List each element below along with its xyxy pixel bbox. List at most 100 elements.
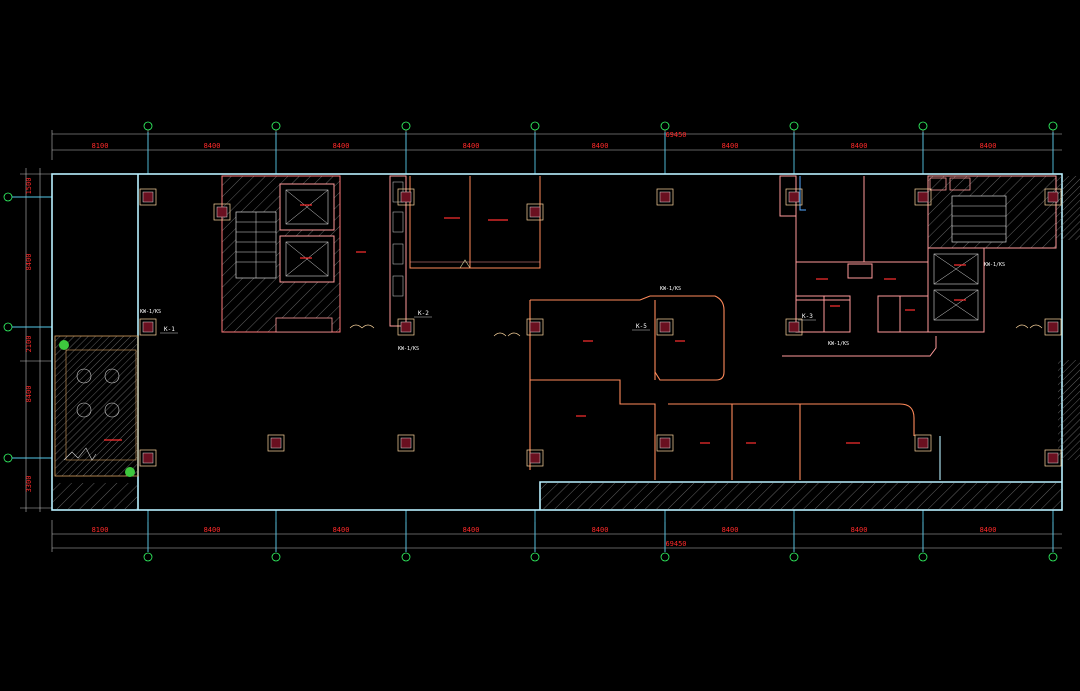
axis-bubble (789, 121, 799, 131)
bottom-bay-dim: 8100 (92, 526, 109, 534)
column (529, 206, 541, 218)
column-outline (785, 318, 803, 336)
bottom-bay-dim: 8400 (204, 526, 221, 534)
column (1047, 321, 1059, 333)
axis-bubble (789, 552, 799, 562)
column-outline (139, 449, 157, 467)
column (142, 321, 154, 333)
left-hatch-strip (53, 483, 137, 509)
column (1047, 191, 1059, 203)
column-outline (656, 188, 674, 206)
bottom-bay-dim: 8400 (980, 526, 997, 534)
axis-bubble (530, 121, 540, 131)
column-outline (1044, 318, 1062, 336)
left-dim: 2100 (25, 336, 33, 353)
column-outline (526, 449, 544, 467)
axis-bubble (660, 121, 670, 131)
column (400, 321, 412, 333)
top-bay-dim: 8400 (851, 142, 868, 150)
left-dim: 3300 (25, 476, 33, 493)
column-outline (139, 188, 157, 206)
left-dim: 1500 (25, 178, 33, 195)
tag-kw5: KW-1/KS (984, 262, 1005, 268)
tag-k2: K-2 (418, 310, 429, 317)
column (270, 437, 282, 449)
tag-k1: K-1 (164, 326, 175, 333)
top-bay-dimensions: 8100 8400 8400 8400 8400 8400 8400 8400 (92, 142, 997, 150)
column-outline (397, 434, 415, 452)
column-outline (213, 203, 231, 221)
tag-k5: K-5 (636, 323, 647, 330)
column-outline (914, 188, 932, 206)
room-label-marks (104, 204, 966, 444)
column-outline (526, 318, 544, 336)
top-bay-dim: 8400 (980, 142, 997, 150)
axis-bubble (271, 552, 281, 562)
tag-kw4: KW-1/KS (828, 341, 849, 347)
top-bay-dim: 8400 (722, 142, 739, 150)
column-outline (1044, 449, 1062, 467)
top-bay-dim: 8400 (592, 142, 609, 150)
top-bay-dim: 8400 (463, 142, 480, 150)
column (659, 191, 671, 203)
column-outline (656, 434, 674, 452)
bottom-hatch-strip (541, 483, 1061, 509)
tag-k3: K-3 (802, 313, 813, 320)
columns (139, 188, 1062, 467)
bottom-bay-dim: 8400 (592, 526, 609, 534)
column (659, 321, 671, 333)
axis-bubble (1048, 121, 1058, 131)
left-dim: 8400 (25, 386, 33, 403)
column (788, 191, 800, 203)
bottom-bay-dim: 8400 (463, 526, 480, 534)
column-outline (526, 203, 544, 221)
top-total-dimension: 69450 (665, 131, 686, 139)
axis-bubble (918, 121, 928, 131)
column (142, 191, 154, 203)
top-rooms (409, 176, 541, 269)
bottom-bay-dim: 8400 (851, 526, 868, 534)
column (216, 206, 228, 218)
door-swings (349, 324, 1043, 337)
column-outline (656, 318, 674, 336)
axis-bubble (530, 552, 540, 562)
axis-bubble (1048, 552, 1058, 562)
column-outline (139, 318, 157, 336)
column (142, 452, 154, 464)
core-right (927, 175, 1057, 333)
top-bay-dim: 8400 (204, 142, 221, 150)
top-bay-dim: 8100 (92, 142, 109, 150)
column-outline (914, 434, 932, 452)
tag-kw3: KW-1/KS (660, 286, 681, 292)
column (659, 437, 671, 449)
axis-bubble (918, 552, 928, 562)
axis-bubble (143, 552, 153, 562)
column-outline (267, 434, 285, 452)
bottom-total-dimension: 69450 (665, 540, 686, 548)
column-outline (1044, 188, 1062, 206)
bottom-bay-dim: 8400 (722, 526, 739, 534)
top-bay-dim: 8400 (333, 142, 350, 150)
column (917, 191, 929, 203)
column (1047, 452, 1059, 464)
column (529, 452, 541, 464)
section-tags: K-1 K-2 K-3 K-5 KW-1/KS KW-1/KS KW-1/KS … (140, 262, 1005, 352)
axis-bubble (271, 121, 281, 131)
column-outline (785, 188, 803, 206)
bottom-bay-dim: 8400 (333, 526, 350, 534)
column (400, 437, 412, 449)
tag-kw1: KW-1/KS (140, 309, 161, 315)
terrace-area (54, 335, 139, 477)
column-outline (397, 318, 415, 336)
central-offices (529, 295, 941, 480)
grid-lines (12, 132, 1054, 552)
tag-kw2: KW-1/KS (398, 346, 419, 352)
bottom-bay-dimensions: 8100 8400 8400 8400 8400 8400 8400 8400 (92, 526, 997, 534)
axis-bubble (660, 552, 670, 562)
axis-bubble (401, 552, 411, 562)
column-outline (397, 188, 415, 206)
column (400, 191, 412, 203)
right-hatch-edge (1056, 176, 1080, 240)
core-left (221, 175, 341, 333)
